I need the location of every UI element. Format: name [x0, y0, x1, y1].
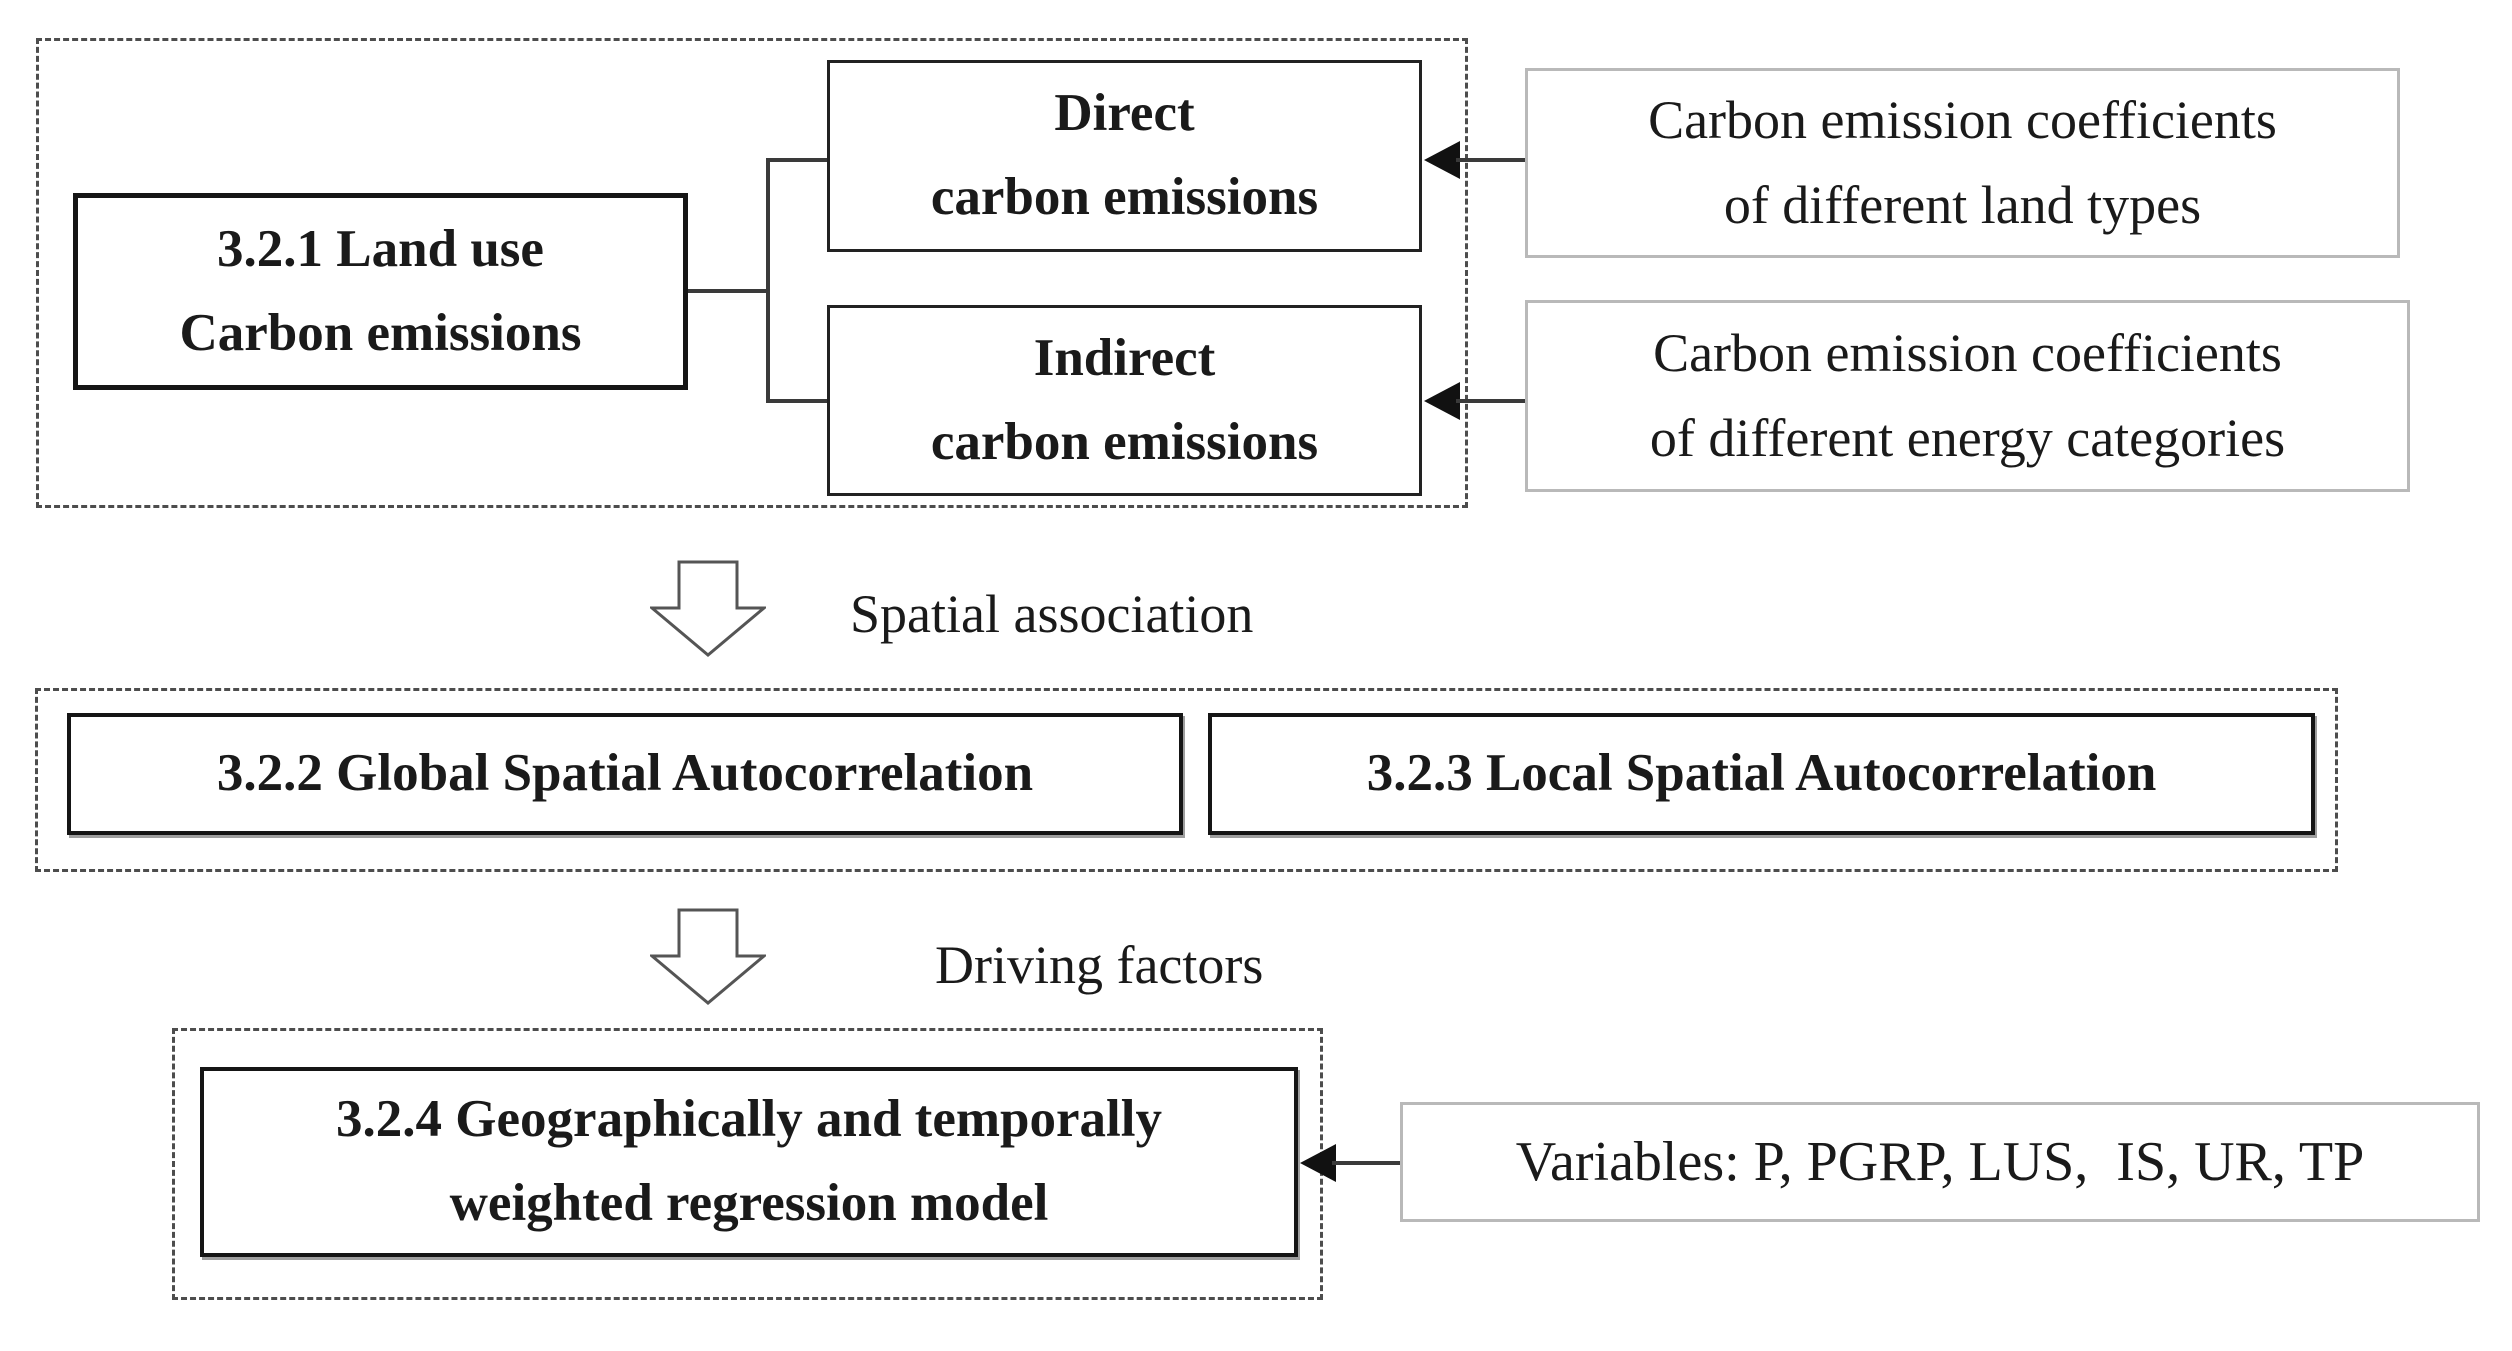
- local-spatial-autocorrelation-box: 3.2.3 Local Spatial Autocorrelation: [1208, 713, 2315, 835]
- spatial-association-label: Spatial association: [850, 584, 1254, 644]
- box-text-line: 3.2.1 Land use: [217, 219, 544, 278]
- connector-branch-top-line: [766, 158, 827, 162]
- box-text-line: weighted regression model: [449, 1174, 1049, 1232]
- spatial-autocorrelation-section-frame: [35, 688, 2338, 872]
- down-block-arrow-icon: [650, 560, 766, 657]
- connector-bracket-line: [766, 158, 770, 403]
- gtwr-model-box: 3.2.4 Geographically and temporally weig…: [200, 1067, 1298, 1257]
- connector-stub-line: [688, 289, 766, 293]
- energy-coefficients-box: Carbon emission coefficients of differen…: [1525, 300, 2410, 492]
- land-coefficients-box: Carbon emission coefficients of differen…: [1525, 68, 2400, 258]
- global-spatial-autocorrelation-box: 3.2.2 Global Spatial Autocorrelation: [67, 713, 1183, 835]
- down-block-arrow-icon: [650, 908, 766, 1005]
- land-use-carbon-emissions-box: 3.2.1 Land use Carbon emissions: [73, 193, 688, 390]
- indirect-carbon-emissions-box: Indirect carbon emissions: [827, 305, 1422, 496]
- left-arrowhead-icon: [1424, 382, 1460, 420]
- box-text-line: carbon emissions: [930, 412, 1319, 471]
- box-text-line: Carbon emission coefficients: [1648, 89, 2277, 150]
- energy-coeff-arrow-line: [1456, 399, 1525, 403]
- box-text-line: Carbon emission coefficients: [1653, 322, 2282, 383]
- box-text-line: of different energy categories: [1649, 408, 2286, 468]
- variables-box: Variables: P, PGRP, LUS, IS, UR, TP: [1400, 1102, 2480, 1222]
- direct-carbon-emissions-box: Direct carbon emissions: [827, 60, 1422, 252]
- box-text-line: of different land types: [1723, 175, 2202, 235]
- variables-arrow-line: [1332, 1161, 1400, 1165]
- land-coeff-arrow-line: [1456, 158, 1525, 162]
- box-text-line: 3.2.2 Global Spatial Autocorrelation: [216, 744, 1034, 803]
- box-text-line: carbon emissions: [930, 168, 1319, 226]
- box-text-line: 3.2.3 Local Spatial Autocorrelation: [1366, 744, 2157, 803]
- box-text-line: Direct: [1054, 84, 1195, 143]
- box-text-line: Carbon emissions: [179, 303, 582, 362]
- left-arrowhead-icon: [1300, 1144, 1336, 1182]
- box-text-line: Indirect: [1033, 328, 1216, 387]
- driving-factors-label: Driving factors: [935, 935, 1264, 995]
- connector-branch-bottom-line: [766, 399, 827, 403]
- left-arrowhead-icon: [1424, 141, 1460, 179]
- box-text-line: 3.2.4 Geographically and temporally: [336, 1090, 1162, 1149]
- land-use-section-frame: [36, 38, 1468, 508]
- box-text-line: Variables: P, PGRP, LUS, IS, UR, TP: [1515, 1130, 2365, 1193]
